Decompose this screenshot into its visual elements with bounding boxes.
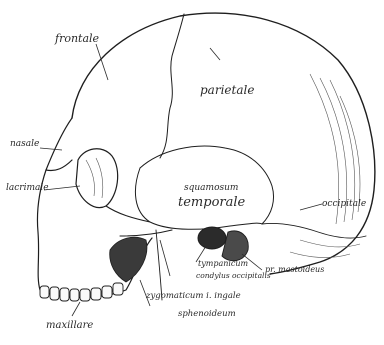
nasal-bone (46, 118, 72, 171)
coronal-suture (160, 14, 184, 158)
label-zygomaticum: zygomaticum i. ingale (145, 291, 241, 301)
label-sphenoideum: sphenoideum (178, 309, 236, 319)
occipital-shading (290, 74, 360, 258)
label-lacrimale: lacrimale (6, 183, 49, 193)
label-maxillare: maxillare (46, 320, 93, 331)
label-tympanicum: tympanicum (198, 259, 249, 268)
label-parietale: parietale (200, 83, 254, 97)
label-temporale: temporale (178, 195, 246, 210)
sphenoid-shadow (110, 237, 147, 282)
tympanic-opening (198, 227, 226, 249)
lambdoid-suture (262, 223, 366, 238)
styloid-line (156, 230, 162, 300)
label-condylus-occipitalis: condylus occipitalis (196, 271, 271, 280)
label-nasale: nasale (10, 139, 39, 149)
orbit (76, 149, 118, 208)
teeth (40, 283, 123, 301)
label-squamosum: squamosum (184, 183, 238, 193)
label-pr-mastoideus: pr. mastoideus (265, 265, 324, 274)
label-frontale: frontale (54, 32, 100, 45)
label-occipitale: occipitale (322, 199, 366, 209)
